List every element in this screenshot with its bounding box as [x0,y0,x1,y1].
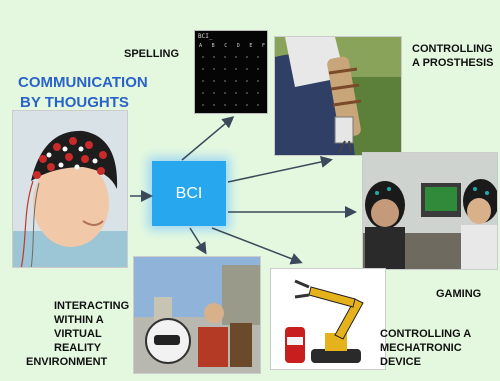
prosthesis-photo [274,36,402,156]
spelling-label: SPELLING [124,48,180,60]
spelling-header: BCI_ [198,33,213,40]
robotic-arm-photo [270,268,386,370]
spelling-matrix-screen: BCI_ A B C D E F [194,30,268,114]
vr-label-5: ENVIRONMENT [26,356,108,368]
vr-label-4: REALITY [54,342,102,354]
prosthesis-label-2: A PROSTHESIS [412,57,494,69]
mechatronic-label-2: MECHATRONIC [380,342,462,354]
spelling-letter: C [224,43,228,49]
prosthesis-label-1: CONTROLLING [412,43,493,55]
spelling-letter: F [261,43,265,49]
arrow-to-spelling [181,116,235,161]
spelling-letter: B [211,43,215,49]
spelling-letter: E [249,43,253,49]
vr-label-3: VIRTUAL [54,328,102,340]
arrow-to-prosthesis [227,156,333,183]
vr-label-1: INTERACTING [54,300,130,312]
bci-box: BCI [152,161,226,226]
spelling-grid-letters: A B C D E F [199,43,265,49]
title-line-2: BY THOUGHTS [20,94,129,111]
eeg-cap-person-photo [12,110,128,268]
title-line-1: COMMUNICATION [18,74,148,91]
gaming-label: GAMING [436,288,482,300]
arrow-to-vr [189,227,207,255]
spelling-letter: A [199,43,203,49]
vr-label-2: WITHIN A [54,314,104,326]
spelling-letter: D [236,43,240,49]
mechatronic-label-1: CONTROLLING A [380,328,472,340]
mechatronic-label-3: DEVICE [380,356,421,368]
gaming-photo [362,152,498,270]
virtual-reality-photo [133,256,261,374]
